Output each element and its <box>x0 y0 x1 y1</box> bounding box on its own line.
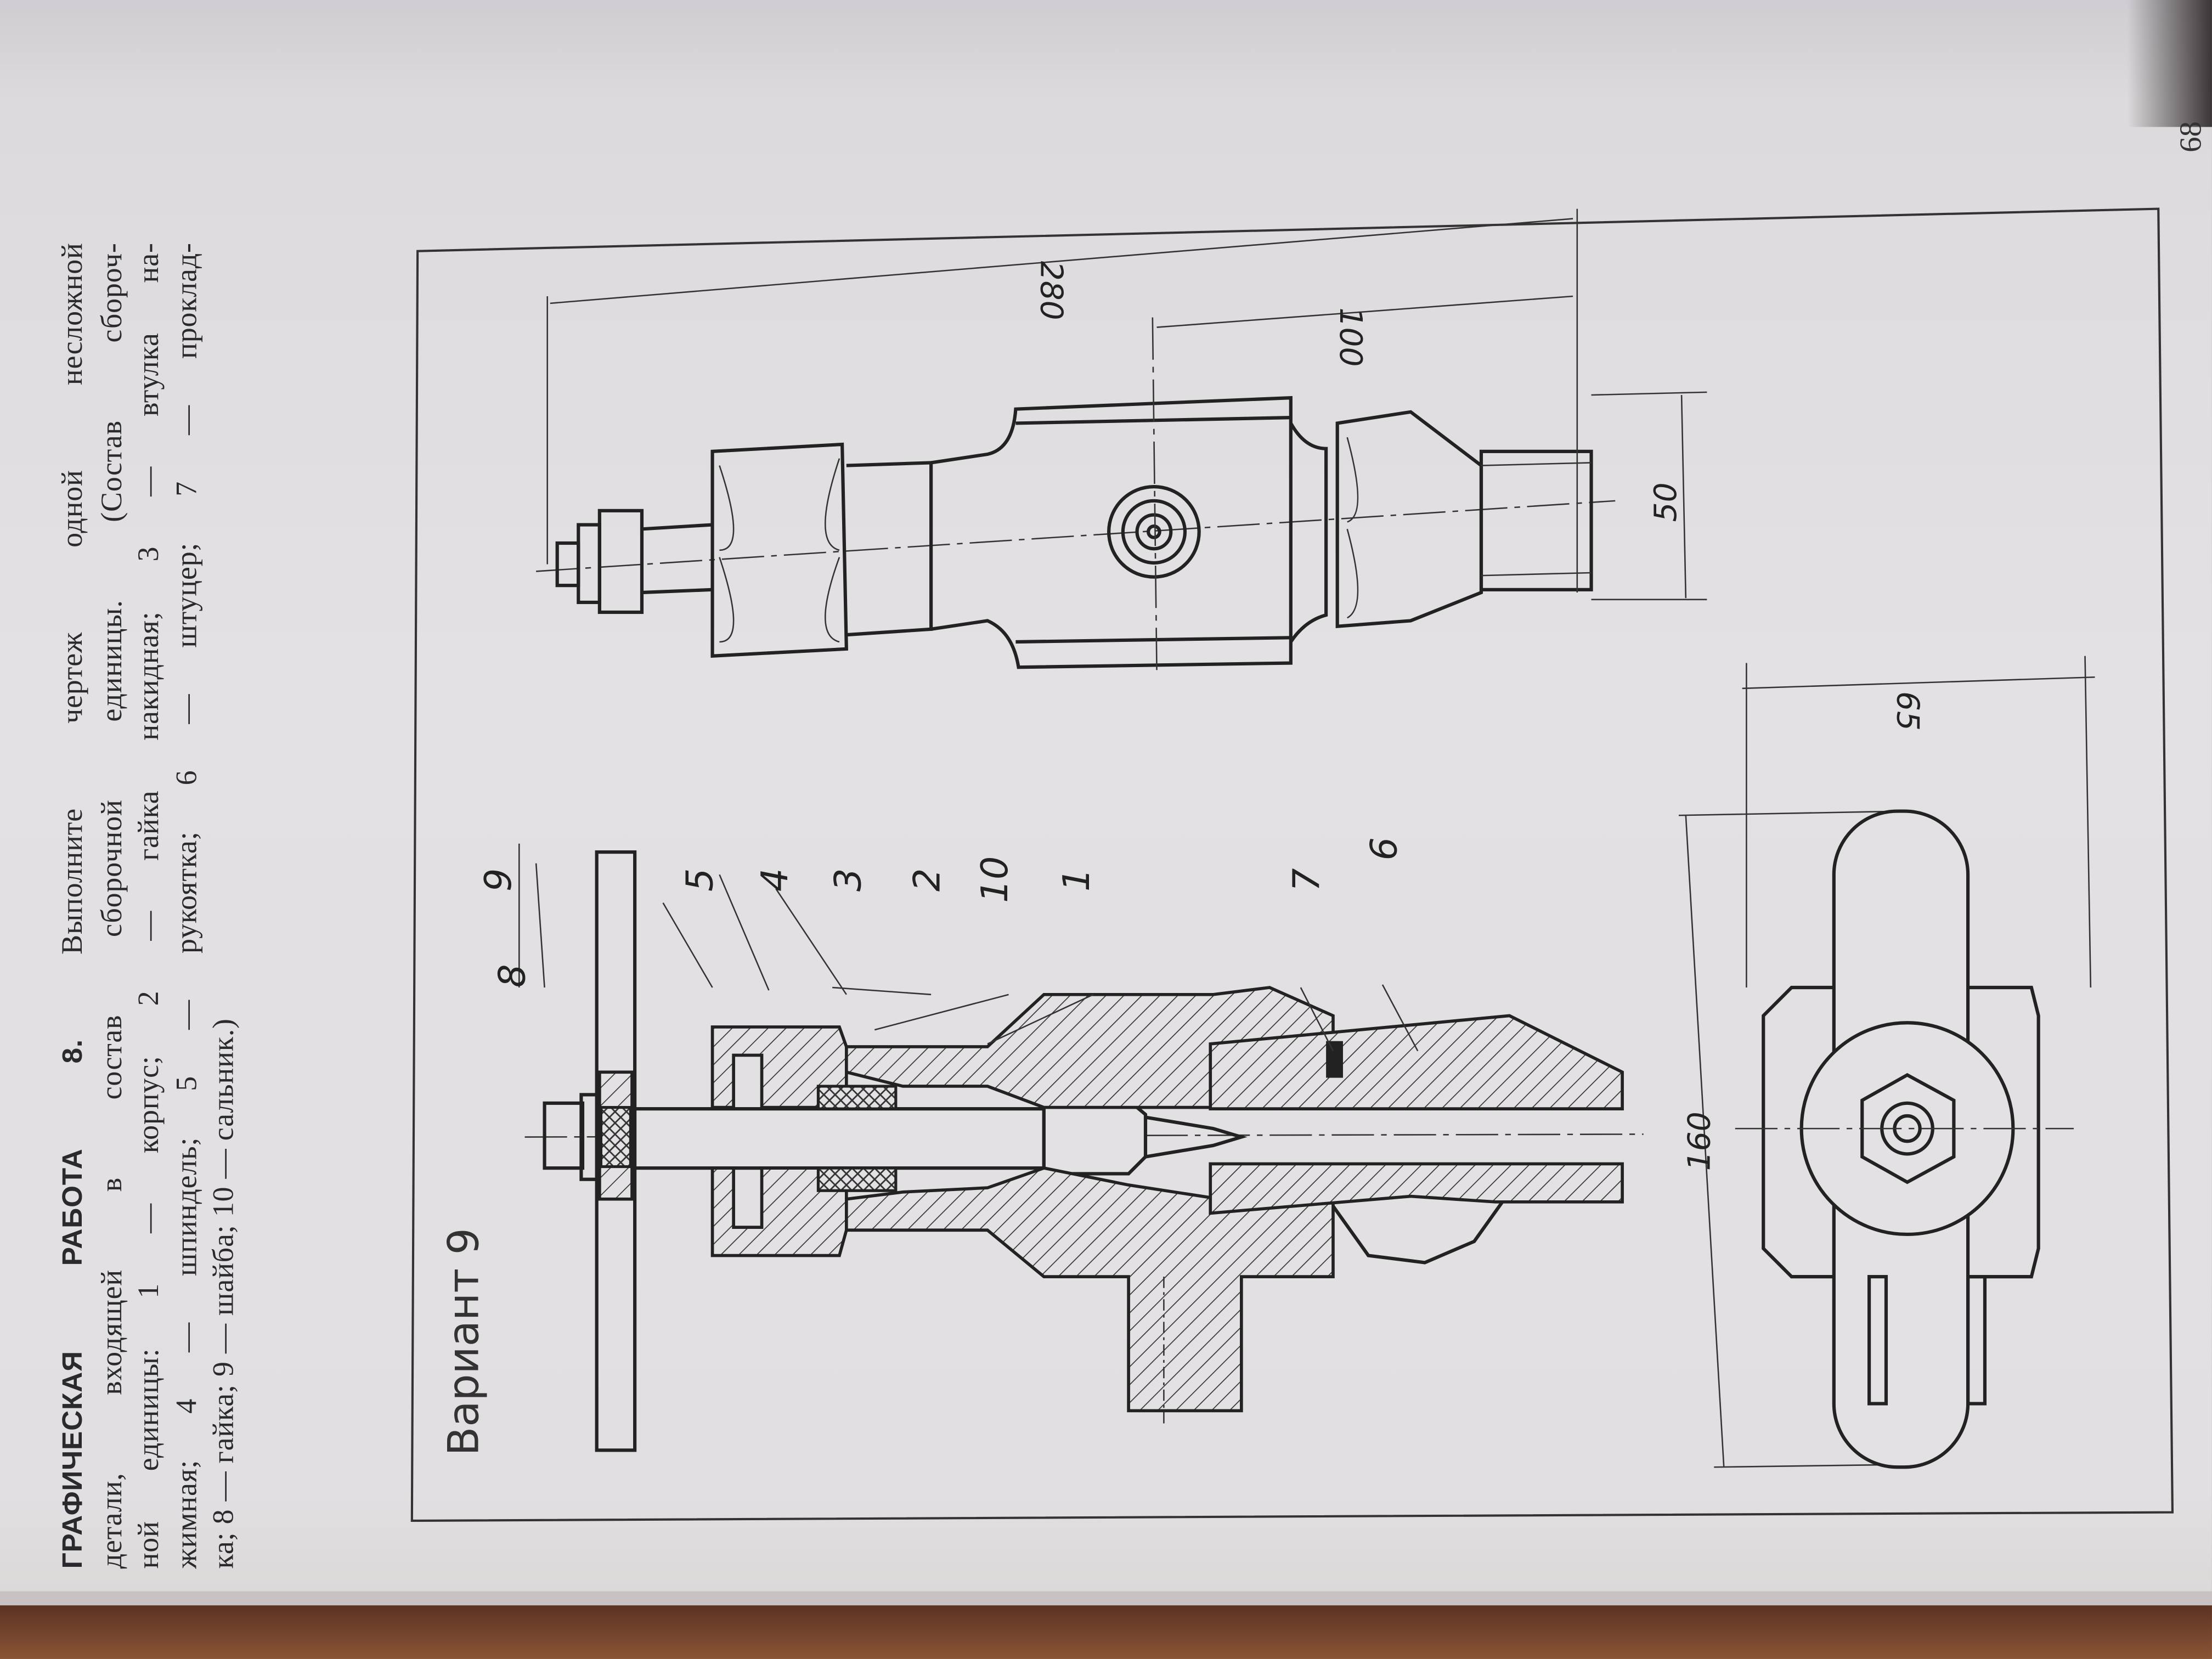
side-view <box>536 317 1616 670</box>
dim-280-line <box>550 218 1573 304</box>
drawing-stroke <box>599 1105 632 1169</box>
drawing-stroke <box>1331 1201 1504 1265</box>
dim-100-line <box>1156 295 1573 328</box>
drawing-stroke <box>930 396 1293 669</box>
dim-280: 280 <box>1034 261 1070 320</box>
drawing-stroke <box>1860 1073 1956 1184</box>
drawing-stroke <box>1147 524 1161 539</box>
drawing-stroke <box>1678 810 1905 816</box>
drawing-stroke <box>1966 1275 1987 1406</box>
drawing-stroke <box>1121 499 1187 565</box>
side-hex-nut <box>710 442 848 658</box>
drawing-stroke <box>1867 1275 1888 1406</box>
drawing-stroke <box>1685 815 1725 1468</box>
drawing-stroke <box>1481 572 1592 577</box>
drawing-stroke <box>1346 437 1359 619</box>
part-label: 6 <box>1363 837 1406 861</box>
page-shadow <box>2127 0 2212 127</box>
part-leaders: 8 9 5 4 3 2 10 1 7 6 <box>477 837 1419 1052</box>
gasket-7 <box>1326 1041 1343 1078</box>
drawing-stroke <box>846 461 933 637</box>
drawing-stroke <box>1680 394 1687 599</box>
drawing-stroke <box>1042 1098 1148 1176</box>
dim-100: 100 <box>1333 308 1369 367</box>
part-label: 10 <box>973 856 1016 903</box>
drawing-stroke <box>1481 462 1592 466</box>
drawing-stroke <box>1152 317 1158 670</box>
variant-label: Вариант 9 <box>440 1228 490 1456</box>
drawing-stroke <box>845 1166 1335 1413</box>
drawing-stroke <box>555 541 580 588</box>
part-label: 1 <box>1055 868 1098 892</box>
drawing-stroke <box>536 500 1616 572</box>
drawing-stroke <box>2084 656 2092 988</box>
drawing-stroke <box>597 509 644 614</box>
dim-50: 50 <box>1647 482 1684 522</box>
wooden-table <box>0 1605 2212 1659</box>
drawing-stroke <box>1591 391 1707 396</box>
drawing-stroke <box>641 523 713 531</box>
part-label: 2 <box>906 868 949 892</box>
drawing-stroke <box>1479 449 1593 591</box>
drawing-stroke <box>816 1166 898 1192</box>
drawing-stroke <box>1209 1162 1624 1215</box>
cap-nut-2 <box>710 1025 848 1109</box>
spindle-4 <box>633 1107 1046 1170</box>
dim-65: 65 <box>1890 691 1926 731</box>
drawing-stroke <box>518 843 1419 1052</box>
drawing-stroke <box>1015 636 1291 644</box>
drawing-stroke <box>1145 1115 1248 1159</box>
part-label: 8 <box>491 964 534 988</box>
drawing-stroke <box>1107 485 1201 579</box>
drawing-stroke <box>710 1166 848 1257</box>
drawing-stroke <box>577 523 601 605</box>
dimensions: 280 100 50 65 160 <box>546 208 2095 1468</box>
part-label: 7 <box>1285 868 1328 892</box>
part-label: 5 <box>679 868 721 892</box>
gland-10 <box>816 1085 898 1110</box>
dim-160: 160 <box>1681 1111 1718 1171</box>
drawing-frame <box>410 207 2174 1522</box>
part-label: 9 <box>477 868 520 892</box>
top-view <box>1735 809 2074 1469</box>
fitting-6 <box>1209 1014 1624 1110</box>
side-hex-fitting <box>1335 410 1483 629</box>
drawing-stroke <box>719 458 840 643</box>
drawing-stroke <box>1135 513 1173 551</box>
drawing-stroke <box>641 588 713 595</box>
nut-8 <box>543 1101 585 1170</box>
page-number: 68 <box>2172 121 2208 153</box>
drawing-stroke <box>1742 676 2095 690</box>
drawing-stroke <box>1289 422 1328 643</box>
part-label: 4 <box>753 868 796 892</box>
part-label: 3 <box>827 868 870 892</box>
section-view <box>524 850 1644 1452</box>
